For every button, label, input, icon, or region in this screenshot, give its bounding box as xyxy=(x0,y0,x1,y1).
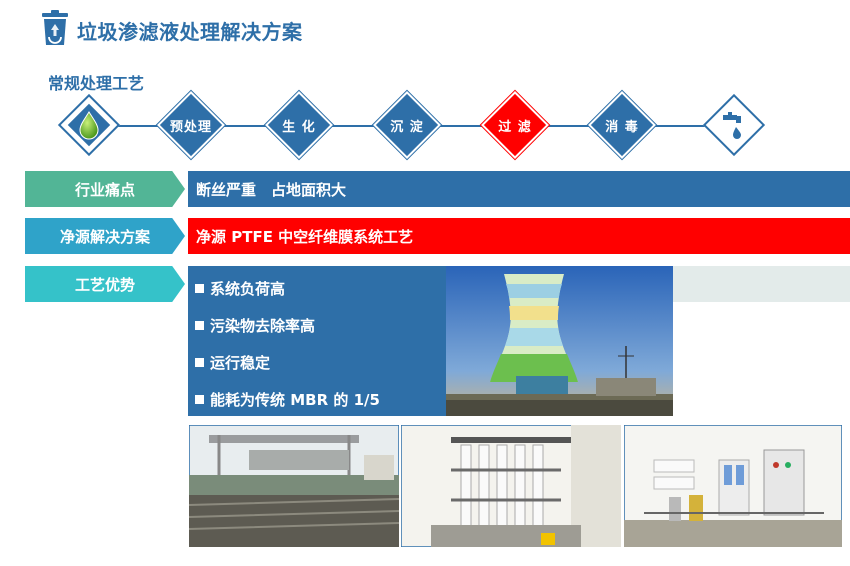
membrane-system-photo xyxy=(401,425,621,547)
advantage-item: 系统负荷高 xyxy=(195,278,285,299)
advantage-item: 污染物去除率高 xyxy=(195,315,315,336)
treatment-tank-photo xyxy=(189,425,399,547)
flow-step-label: 预处理 xyxy=(169,119,212,135)
flow-step-label: 消 毒 xyxy=(605,119,639,135)
cooling-tower-photo xyxy=(446,266,673,416)
advantage-item: 能耗为传统 MBR 的 1/5 xyxy=(195,389,380,410)
flow-step-pretreatment: 预处理 xyxy=(154,93,228,157)
flow-step-label: 沉 淀 xyxy=(390,119,424,135)
flow-step-sedimentation: 沉 淀 xyxy=(370,93,444,157)
pain-point-bar: 断丝严重 占地面积大 xyxy=(188,171,850,207)
advantages-panel: 系统负荷高 污染物去除率高 运行稳定 能耗为传统 MBR 的 1/5 xyxy=(188,266,446,416)
tab-solution: 净源解决方案 xyxy=(25,218,185,254)
faucet-drop-icon xyxy=(723,112,741,139)
recycle-bin-icon xyxy=(42,10,68,45)
flow-step-label: 过 滤 xyxy=(498,119,532,135)
flow-step-label: 生 化 xyxy=(282,119,316,135)
pump-skid-photo xyxy=(624,425,842,547)
page-title: 垃圾渗滤液处理解决方案 xyxy=(77,20,303,44)
tab-advantages: 工艺优势 xyxy=(25,266,185,302)
flow-step-filtration: 过 滤 xyxy=(478,93,552,157)
solution-bar: 净源 PTFE 中空纤维膜系统工艺 xyxy=(188,218,850,254)
flow-step-biochemical: 生 化 xyxy=(262,93,336,157)
advantage-item: 运行稳定 xyxy=(195,352,270,373)
tab-industry-pain: 行业痛点 xyxy=(25,171,185,207)
water-drop-icon xyxy=(79,111,99,140)
section-title: 常规处理工艺 xyxy=(48,74,145,93)
flow-step-disinfection: 消 毒 xyxy=(585,93,659,157)
